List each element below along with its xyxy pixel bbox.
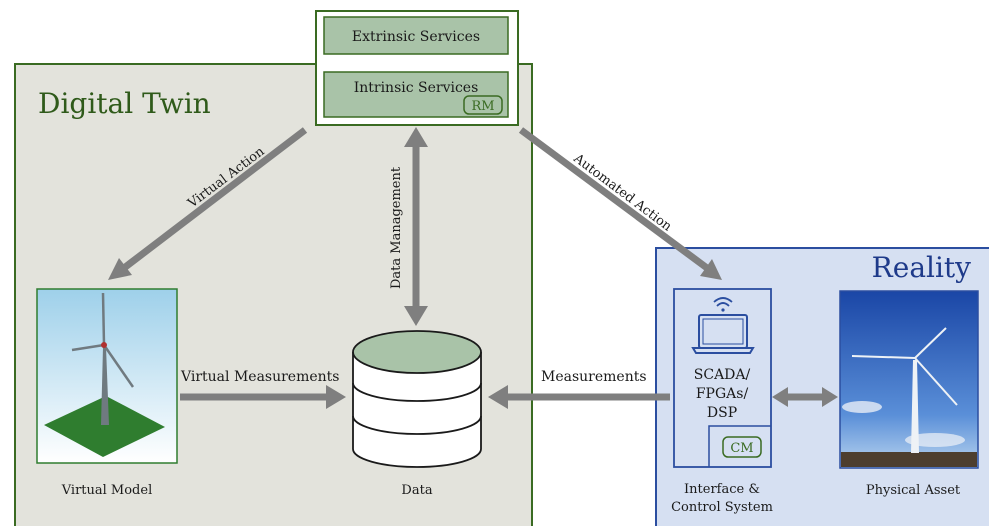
cm-badge-label: CM — [730, 441, 753, 456]
virtual-measurements-arrow — [180, 385, 346, 409]
extrinsic-services-label: Extrinsic Services — [352, 29, 480, 45]
interface-caption-1: Interface & — [684, 482, 760, 497]
interface-line-2: FPGAs/ — [696, 386, 749, 402]
data-management-label: Data Management — [389, 166, 404, 289]
automated-action-arrow — [518, 127, 722, 280]
virtual-model-label: Virtual Model — [61, 483, 152, 498]
digital-twin-title: Digital Twin — [38, 87, 211, 120]
reality-title: Reality — [872, 251, 972, 284]
rm-badge-label: RM — [471, 99, 494, 114]
data-management-arrow — [404, 127, 428, 326]
cm-section-divider — [708, 425, 771, 467]
physical-asset-image — [839, 290, 979, 469]
wifi-icon — [713, 297, 733, 312]
rm-badge — [463, 95, 503, 115]
intrinsic-services-label: Intrinsic Services — [354, 80, 479, 96]
laptop-icon — [691, 314, 755, 354]
interface-caption-2: Control System — [671, 500, 773, 515]
intrinsic-services-box — [323, 71, 509, 118]
physical-asset-label: Physical Asset — [866, 483, 961, 498]
interface-line-3: DSP — [707, 405, 737, 421]
cm-badge — [722, 436, 762, 458]
extrinsic-services-box — [323, 16, 509, 55]
measurements-arrow — [488, 385, 670, 409]
database-icon — [352, 330, 482, 468]
physical-wind-turbine-icon — [851, 327, 958, 453]
measurements-label: Measurements — [541, 369, 647, 385]
virtual-model-image — [36, 288, 178, 464]
virtual-measurements-label: Virtual Measurements — [180, 369, 339, 385]
interface-line-1: SCADA/ — [694, 367, 751, 383]
virtual-action-arrow — [108, 127, 308, 280]
data-label: Data — [401, 483, 432, 498]
wind-turbine-icon — [71, 292, 135, 425]
automated-action-label: Automated Action — [570, 151, 675, 235]
interface-asset-arrow — [772, 387, 838, 407]
